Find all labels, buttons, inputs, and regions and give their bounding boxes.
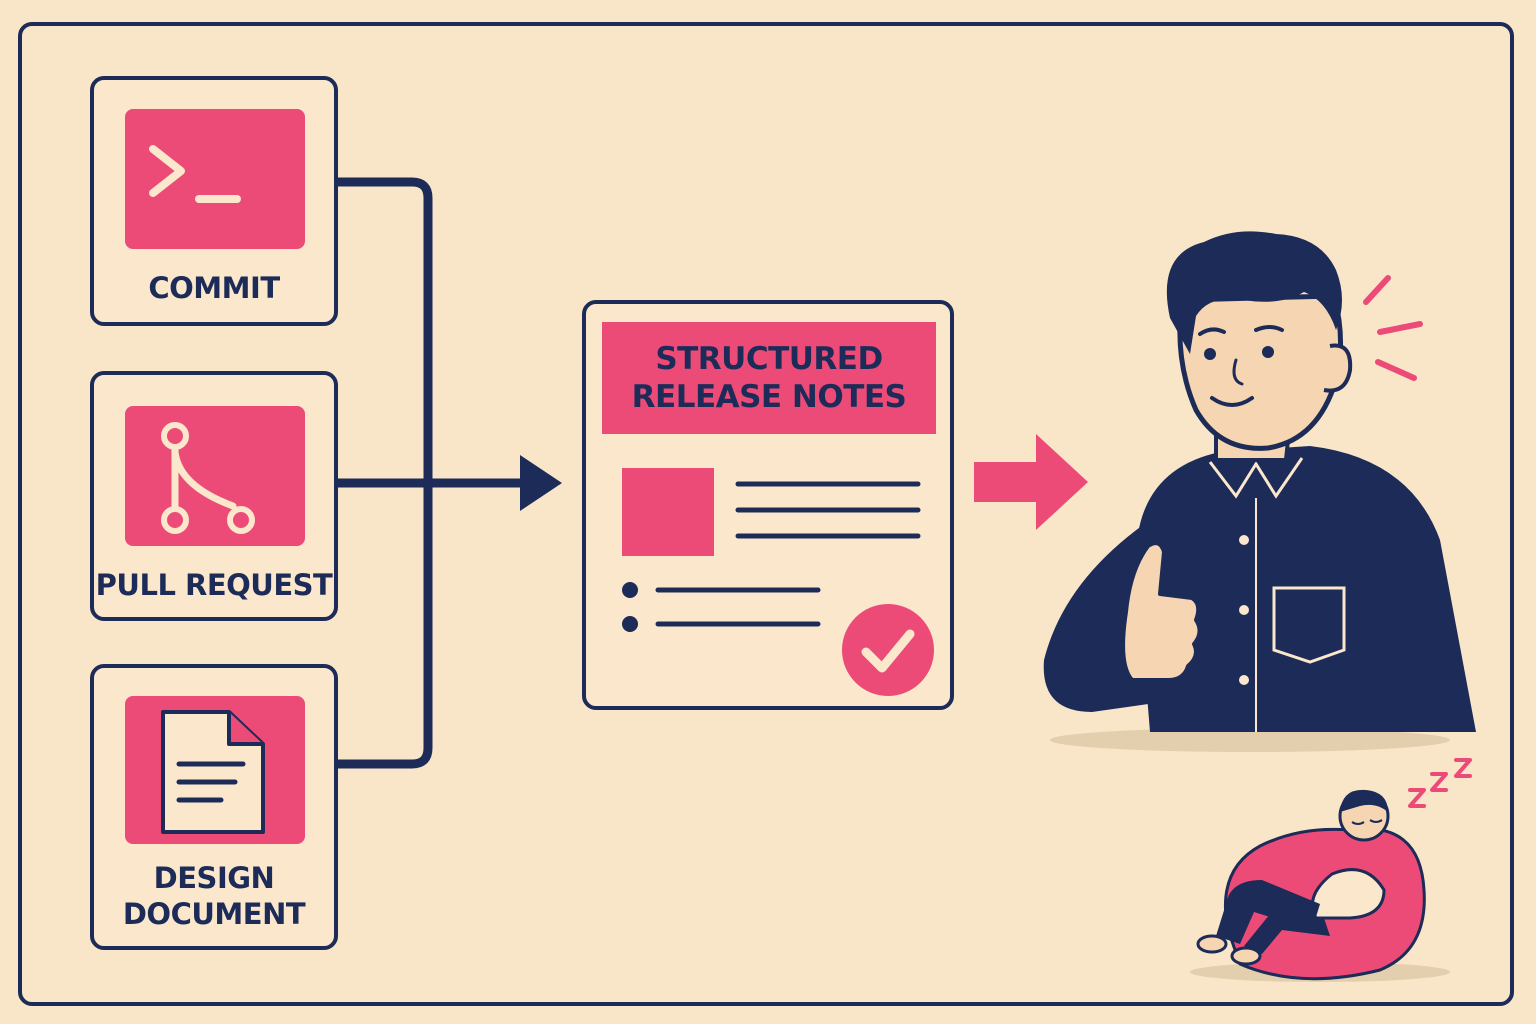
pull-request-tile [125,406,305,546]
release-notes-title: STRUCTURED RELEASE NOTES [631,341,907,415]
connector-commit [333,177,433,495]
pull-request-card: PULL REQUEST [90,371,338,621]
content-thumbnail [622,468,714,556]
commit-tile [125,109,305,249]
arrow-to-person [974,434,1088,530]
arrow-head-to-notes [520,455,562,511]
pull-request-label: PULL REQUEST [95,568,333,602]
commit-label: COMMIT [148,271,280,305]
design-document-card: DESIGN DOCUMENT [90,664,338,950]
release-notes-content [622,468,934,696]
design-document-tile [125,696,305,844]
release-notes-header: STRUCTURED RELEASE NOTES [602,322,936,434]
bullet-dot [622,582,638,598]
terminal-icon [149,145,241,203]
git-branch-icon [161,422,255,534]
commit-card: COMMIT [90,76,338,326]
document-icon [161,710,265,834]
design-document-label: DESIGN DOCUMENT [122,861,306,931]
outer-frame [18,22,1514,1006]
release-notes-card: STRUCTURED RELEASE NOTES [582,300,954,710]
connector-design-document [333,485,433,769]
checkmark-icon [842,604,934,696]
bullet-dot [622,616,638,632]
